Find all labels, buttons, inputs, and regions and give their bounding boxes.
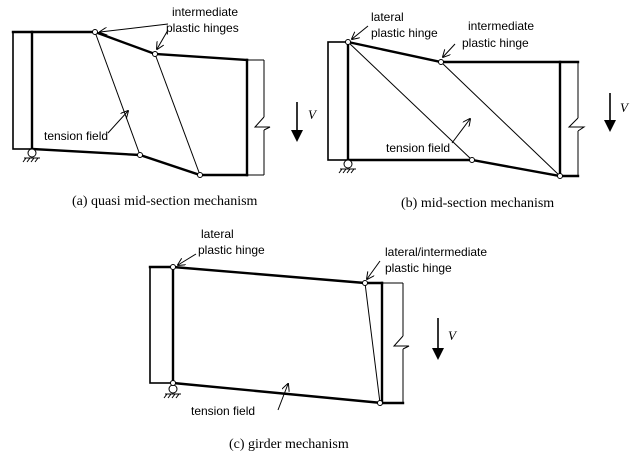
hinge-node — [197, 172, 203, 178]
hinge-node — [345, 39, 351, 45]
panel-c-caption: (c) girder mechanism — [229, 437, 349, 452]
panel-c-tension-field-label: tension field — [191, 404, 255, 418]
hinge-node — [137, 152, 143, 158]
panel-c-latint-label-line2: plastic hinge — [385, 261, 452, 275]
hinge-node — [362, 280, 368, 286]
panel-b-bottom-flange — [346, 158, 580, 178]
panel-c-lateral-label-line2: plastic hinge — [198, 243, 265, 257]
panel-b-tension-field-label: tension field — [386, 141, 450, 155]
panel-b-hinges — [345, 39, 563, 179]
panel-a-girder-stub — [245, 58, 271, 177]
panel-a: intermediate plastic hinges tension fiel… — [11, 5, 318, 209]
panel-a-hinges — [92, 29, 203, 178]
panel-c-leaders — [178, 253, 381, 411]
panel-a-tension-field-label: tension field — [44, 129, 108, 143]
hinge-node — [557, 173, 563, 179]
panel-b-support — [338, 159, 356, 174]
panel-c-support — [163, 384, 181, 399]
panel-a-top-flange — [11, 30, 249, 62]
hinge-node — [377, 400, 383, 406]
panel-a-hinges-label-line2: plastic hinges — [166, 21, 239, 35]
panel-c-hinges — [170, 264, 383, 406]
panel-c-load-label: V — [448, 328, 458, 343]
hinge-node — [170, 264, 176, 270]
panel-a-hinges-label-line1: intermediate — [172, 5, 238, 19]
hinge-node — [152, 51, 158, 57]
panel-b: lateral plastic hinge intermediate plast… — [327, 10, 630, 211]
panel-b-intermediate-label-line1: intermediate — [468, 19, 534, 33]
panel-c-tension-field-lines — [364, 282, 381, 404]
panel-c-lateral-label-line1: lateral — [201, 227, 234, 241]
panel-b-end-stiffener — [327, 40, 350, 162]
panel-a-end-stiffener — [12, 30, 34, 151]
hinge-node — [170, 380, 176, 386]
hinge-node — [92, 29, 98, 35]
panel-b-load-label: V — [620, 100, 630, 115]
panel-b-leaders — [352, 25, 470, 144]
panel-c-latint-label-line1: lateral/intermediate — [385, 245, 487, 259]
panel-b-lateral-label-line2: plastic hinge — [371, 26, 438, 40]
panel-c-girder-stub — [380, 281, 410, 405]
panel-b-intermediate-label-line2: plastic hinge — [462, 36, 529, 50]
panel-c-top-flange — [148, 265, 384, 285]
panel-c-end-stiffener — [149, 265, 175, 385]
hinge-node — [469, 157, 475, 163]
panel-c-bottom-flange — [171, 381, 405, 405]
panel-a-leaders — [100, 23, 169, 134]
panel-a-bottom-flange — [30, 147, 249, 177]
panel-a-tension-field-lines — [94, 31, 201, 176]
panel-a-load-label: V — [308, 107, 318, 122]
panel-a-caption: (a) quasi mid-section mechanism — [72, 194, 258, 209]
panel-a-support — [22, 148, 40, 163]
panel-b-caption: (b) mid-section mechanism — [401, 196, 554, 211]
hinge-node — [438, 59, 444, 65]
panel-b-tension-field-lines — [347, 41, 561, 177]
panel-b-girder-stub — [558, 60, 586, 178]
panel-b-lateral-label-line1: lateral — [371, 10, 404, 24]
panel-c: lateral plastic hinge lateral/intermedia… — [148, 227, 487, 452]
